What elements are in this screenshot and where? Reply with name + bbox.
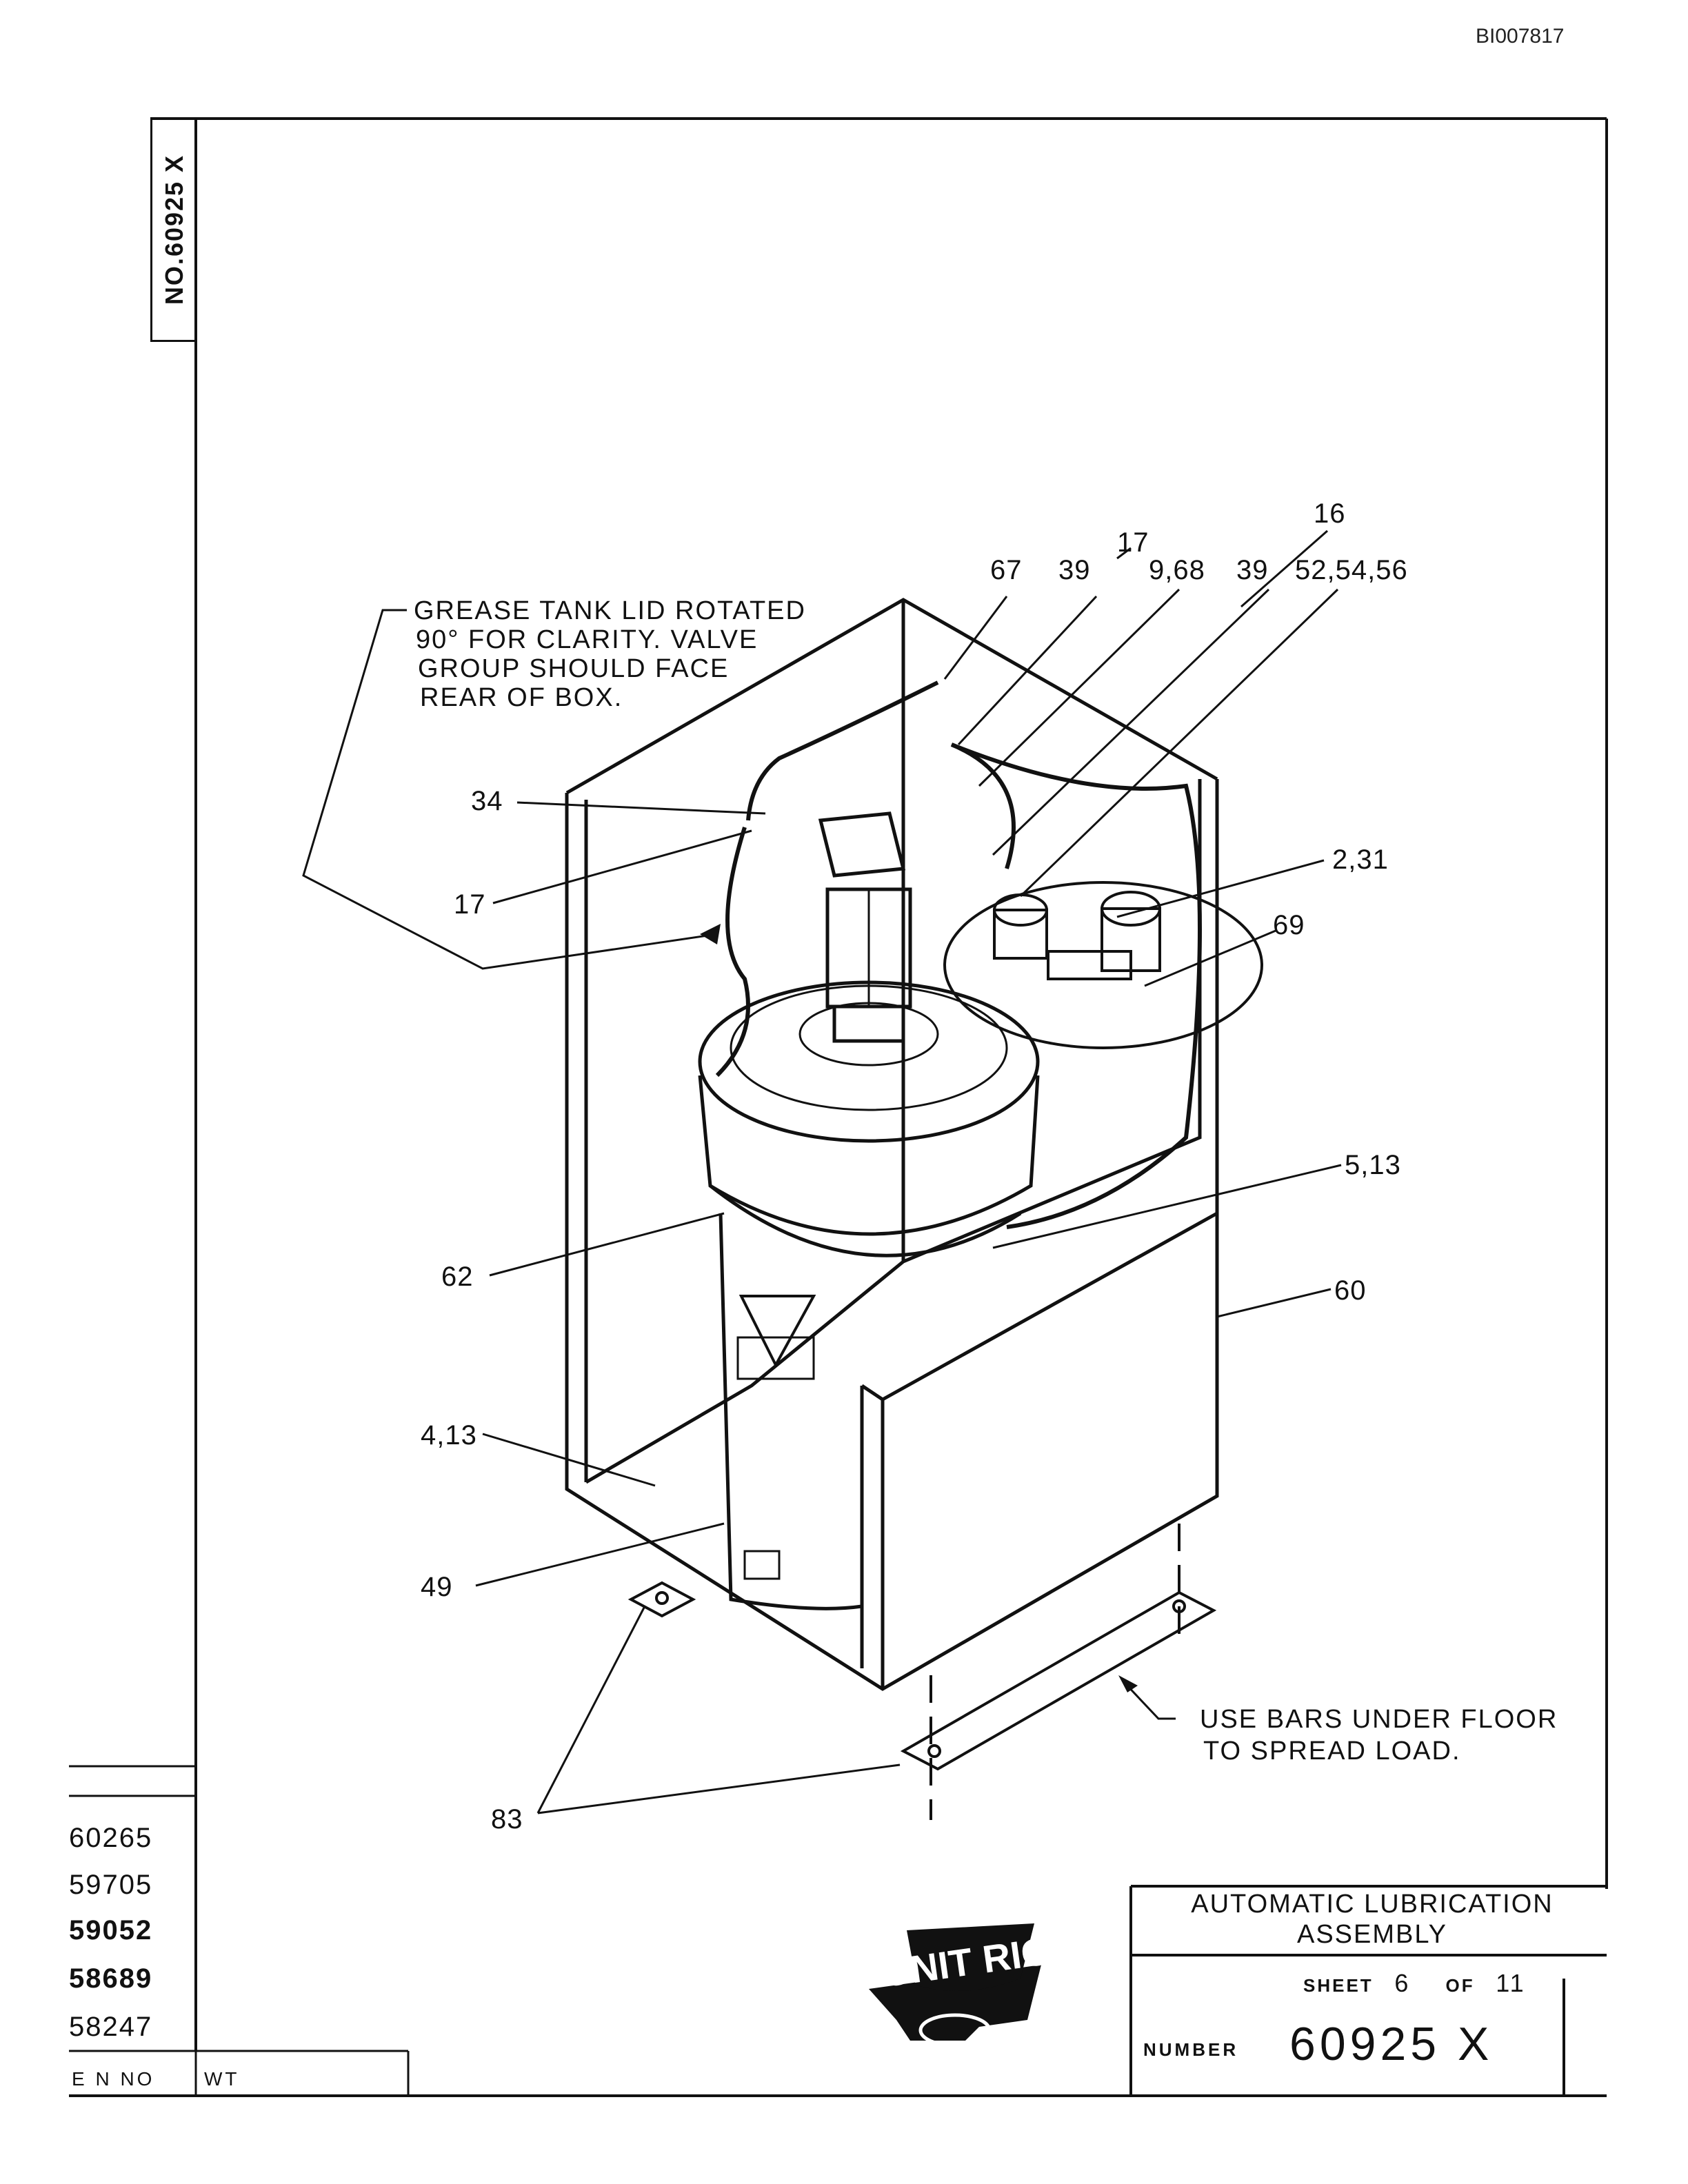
callout-9-68: 9,68: [1149, 555, 1205, 585]
note-grease-line-3: GROUP SHOULD FACE: [418, 654, 729, 683]
of-label: OF: [1445, 1975, 1475, 1996]
callout-62: 62: [441, 1262, 474, 1292]
callout-4-13: 4,13: [421, 1420, 477, 1450]
callout-67: 67: [990, 555, 1023, 585]
document-id: BI007817: [1476, 25, 1565, 48]
drawing-frame: [69, 117, 1608, 2097]
callout-60: 60: [1334, 1275, 1367, 1306]
title-block-title: AUTOMATIC LUBRICATION ASSEMBLY: [1138, 1889, 1607, 1950]
note-bars-line-1: USE BARS UNDER FLOOR: [1200, 1705, 1558, 1734]
title-line-1: AUTOMATIC LUBRICATION: [1191, 1890, 1554, 1919]
floor-bars: [627, 1524, 1217, 1820]
number-label: NUMBER: [1143, 2039, 1239, 2060]
wt-label: WT: [204, 2068, 240, 2090]
callout-2-31: 2,31: [1332, 845, 1389, 875]
callout-39-a: 39: [1058, 555, 1091, 585]
grease-tank: [698, 980, 1040, 1610]
sheet-total: 11: [1496, 1969, 1526, 1997]
note-grease-line-1: GREASE TANK LID ROTATED: [414, 596, 806, 625]
revision-2: 59705: [69, 1870, 153, 1900]
callout-34: 34: [471, 786, 503, 816]
revision-block-lines: [69, 1765, 410, 2096]
note-bars-line-2: TO SPREAD LOAD.: [1203, 1737, 1461, 1766]
leader-arrowhead: [700, 924, 721, 944]
revision-3: 59052: [69, 1915, 153, 1945]
callout-39-b: 39: [1236, 555, 1269, 585]
unit-rig-logo: UNIT RIG: [869, 1923, 1054, 2048]
sheet-number: 6: [1394, 1969, 1411, 1997]
callout-17-top: 17: [1117, 527, 1149, 558]
callout-16: 16: [1314, 498, 1346, 529]
leader-arrowhead: [1118, 1675, 1138, 1692]
sheet-label: SHEET: [1303, 1975, 1374, 1996]
title-line-2: ASSEMBLY: [1296, 1920, 1448, 1949]
leader-lines: [302, 529, 1342, 1814]
callout-52-54-56: 52,54,56: [1295, 555, 1408, 585]
valve-group: [943, 881, 1263, 1049]
callout-69: 69: [1273, 910, 1305, 940]
hoses: [715, 680, 1202, 1229]
title-block-lines: [1129, 1885, 1607, 2096]
cabinet-box: [565, 598, 1219, 1691]
title-block-sheet: SHEET 6 OF 11: [1303, 1969, 1526, 1998]
revision-5: 58247: [69, 2012, 153, 2042]
en-no-label: E N NO: [72, 2068, 155, 2090]
callout-5-13: 5,13: [1345, 1150, 1401, 1180]
note-grease-line-2: 90° FOR CLARITY. VALVE: [416, 625, 758, 654]
drawing-number: 60925 X: [1289, 2018, 1494, 2070]
callout-83: 83: [491, 1804, 523, 1834]
revision-1: 60265: [69, 1823, 153, 1853]
callout-17: 17: [454, 889, 486, 920]
note-grease-line-4: REAR OF BOX.: [420, 683, 623, 712]
pump: [818, 811, 912, 1043]
revision-4: 58689: [69, 1963, 153, 1994]
callout-49: 49: [421, 1572, 453, 1602]
